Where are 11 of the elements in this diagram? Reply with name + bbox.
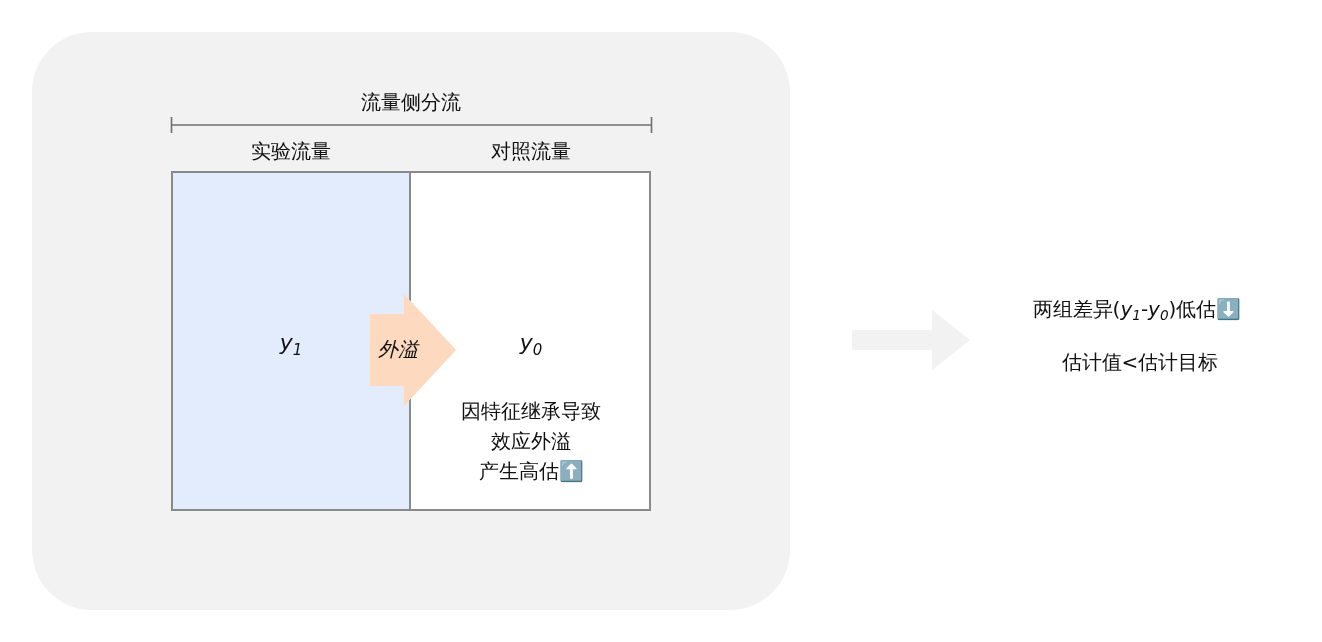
math-variable: y$_{0}$ [519, 329, 543, 358]
result-text: 两组差异(y$_{1}$-y$_{0}$)低估⬇ [1032, 296, 1242, 324]
column-heading: 对照流量 [491, 138, 571, 165]
block-arrow [370, 294, 456, 406]
background-panel [32, 32, 790, 610]
conclusion-text: 估计值<估计目标 [1061, 349, 1219, 376]
section-title: 流量侧分流 [361, 89, 461, 116]
math-variable: y$_{1}$ [279, 329, 303, 358]
edge-label: 外溢 [378, 336, 418, 362]
column-heading: 实验流量 [251, 138, 331, 165]
note-text: 因特征继承导致效应外溢产生高估⬆ [461, 398, 601, 485]
